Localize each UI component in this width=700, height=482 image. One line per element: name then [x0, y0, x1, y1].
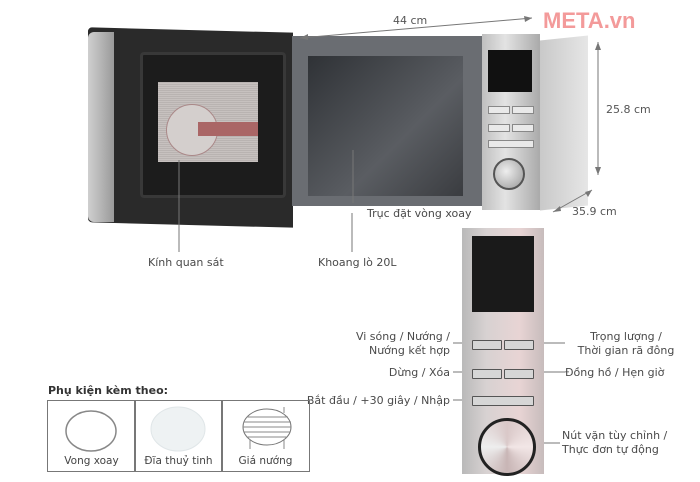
panel-button	[488, 140, 534, 148]
dimension-depth: 35.9 cm	[572, 205, 617, 218]
callout-knob: Nút vặn tùy chỉnh / Thực đơn tự động	[562, 429, 667, 457]
menu-knob	[478, 418, 536, 476]
closeup-display	[472, 236, 534, 312]
dimension-height: 25.8 cm	[606, 103, 651, 116]
button-row-3	[472, 396, 534, 406]
callout-line: Thời gian rã đông	[577, 344, 675, 357]
callout-cavity: Khoang lò 20L	[318, 256, 397, 269]
viewing-window-mesh	[158, 82, 258, 162]
panel-button	[488, 106, 510, 114]
accessory-grill-rack: Giá nướng	[221, 400, 310, 472]
panel-knob	[493, 158, 525, 190]
accessories-title: Phụ kiện kèm theo:	[48, 384, 169, 397]
callout-line: Thực đơn tự động	[562, 443, 659, 456]
control-panel-closeup	[462, 228, 544, 476]
accessory-label: Vong xoay	[64, 455, 119, 467]
oven-cavity	[308, 56, 463, 196]
callout-stop-clear: Dừng / Xóa	[388, 366, 450, 379]
callout-viewing-window: Kính quan sát	[148, 256, 224, 269]
accessory-label: Đĩa thuỷ tinh	[144, 455, 213, 467]
accessory-label: Giá nướng	[238, 455, 293, 467]
callout-start: Bắt đầu / +30 giây / Nhập	[306, 394, 450, 407]
button-row-1	[472, 340, 534, 350]
front-control-panel	[482, 34, 540, 210]
panel-button	[488, 124, 510, 132]
glass-plate-icon	[150, 406, 206, 452]
accessory-ring: Vong xoay	[47, 400, 136, 472]
grill-rack-icon	[242, 407, 292, 449]
callout-line: Nút vặn tùy chỉnh /	[562, 429, 668, 442]
callout-weight-defrost: Trọng lượng / Thời gian rã đông	[566, 330, 686, 358]
weight-defrost-button	[504, 340, 534, 350]
accessory-glass-plate: Đĩa thuỷ tinh	[134, 400, 223, 472]
panel-display	[488, 50, 532, 92]
callout-line: Trọng lượng /	[590, 330, 662, 343]
callout-line: Nướng kết hợp	[368, 344, 450, 357]
panel-button	[512, 124, 534, 132]
ring-icon	[65, 410, 117, 452]
callout-microwave-grill: Vi sóng / Nướng / Nướng kết hợp	[356, 330, 450, 358]
callout-line: Vi sóng / Nướng /	[355, 330, 450, 343]
panel-button	[512, 106, 534, 114]
clock-timer-button	[504, 369, 534, 379]
brand-watermark: META.vn	[543, 8, 636, 33]
microwave-grill-button	[472, 340, 502, 350]
stop-clear-button	[472, 369, 502, 379]
callout-clock-timer: Đồng hồ / Hẹn giờ	[565, 366, 665, 379]
callout-turntable-shaft: Trục đặt vòng xoay	[367, 207, 472, 220]
window-band	[198, 122, 258, 136]
start-button	[472, 396, 534, 406]
door-edge	[88, 32, 114, 222]
button-row-2	[472, 369, 534, 379]
dimension-width: 44 cm	[393, 14, 428, 27]
